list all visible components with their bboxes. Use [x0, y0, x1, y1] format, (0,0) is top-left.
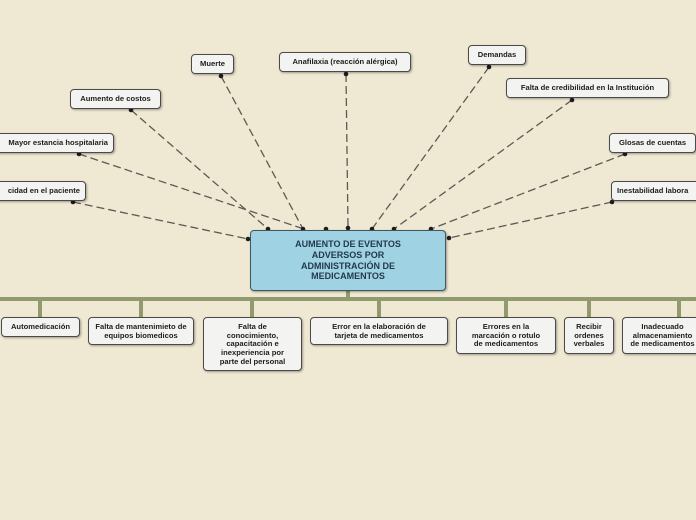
node-label: Recibir ordenes verbales — [573, 322, 605, 349]
connector-aumento-costos — [130, 109, 269, 230]
connector-falta-credibilidad — [393, 99, 573, 230]
node-label: cidad en el paciente — [7, 185, 80, 195]
node-tarjeta[interactable]: Error en la elaboración de tarjeta de me… — [310, 317, 448, 345]
node-mantenimiento[interactable]: Falta de mantenimieto de equipos biomedi… — [88, 317, 194, 345]
node-label: Automedicación — [10, 321, 71, 331]
connector-inestabilidad — [448, 201, 613, 239]
node-mayor-estancia[interactable]: Mayor estancia hospitalaria — [0, 133, 114, 153]
node-label: Muerte — [200, 58, 225, 68]
node-falta-credibilidad[interactable]: Falta de credibilidad en la Institución — [506, 78, 669, 98]
node-muerte[interactable]: Muerte — [191, 54, 234, 74]
node-label: Mayor estancia hospitalaria — [8, 137, 108, 147]
node-marcacion[interactable]: Errores en la marcación o rotulo de medi… — [456, 317, 556, 354]
node-automedicacion[interactable]: Automedicación — [1, 317, 80, 337]
node-label: Aumento de costos — [80, 93, 151, 103]
connector-muerte — [220, 75, 304, 230]
connector-mayor-estancia — [78, 153, 305, 230]
node-label: Inadecuado almacenamiento de medicamento… — [630, 322, 695, 349]
node-anafilaxia[interactable]: Anafilaxia (reacción alérgica) — [279, 52, 411, 72]
node-label: Demandas — [477, 49, 517, 59]
node-label: Falta de mantenimieto de equipos biomedi… — [95, 322, 187, 340]
node-label: Inestabilidad labora — [617, 185, 689, 195]
node-label: Errores en la marcación o rotulo de medi… — [471, 322, 541, 349]
node-ordenes[interactable]: Recibir ordenes verbales — [564, 317, 614, 354]
node-demandas[interactable]: Demandas — [468, 45, 526, 65]
connector-demandas — [371, 66, 490, 230]
connector-anafilaxia — [345, 73, 349, 229]
central-topic[interactable]: AUMENTO DE EVENTOS ADVERSOS POR ADMINIST… — [250, 230, 446, 291]
node-conocimiento[interactable]: Falta de conocimiento, capacitación e in… — [203, 317, 302, 371]
connector-glosas — [430, 153, 626, 230]
node-label: Anafilaxia (reacción alérgica) — [292, 56, 398, 66]
connector-incapacidad — [72, 201, 249, 240]
node-almacenamiento[interactable]: Inadecuado almacenamiento de medicamento… — [622, 317, 696, 354]
node-label: Falta de conocimiento, capacitación e in… — [219, 322, 286, 366]
node-aumento-costos[interactable]: Aumento de costos — [70, 89, 161, 109]
node-label: Glosas de cuentas — [618, 137, 687, 147]
node-incapacidad[interactable]: cidad en el paciente — [0, 181, 86, 201]
node-glosas[interactable]: Glosas de cuentas — [609, 133, 696, 153]
node-inestabilidad[interactable]: Inestabilidad labora — [611, 181, 696, 201]
node-label: Falta de credibilidad en la Institución — [520, 82, 655, 92]
node-label: Error en la elaboración de tarjeta de me… — [332, 322, 426, 340]
central-topic-label: AUMENTO DE EVENTOS ADVERSOS POR ADMINIST… — [295, 238, 401, 282]
